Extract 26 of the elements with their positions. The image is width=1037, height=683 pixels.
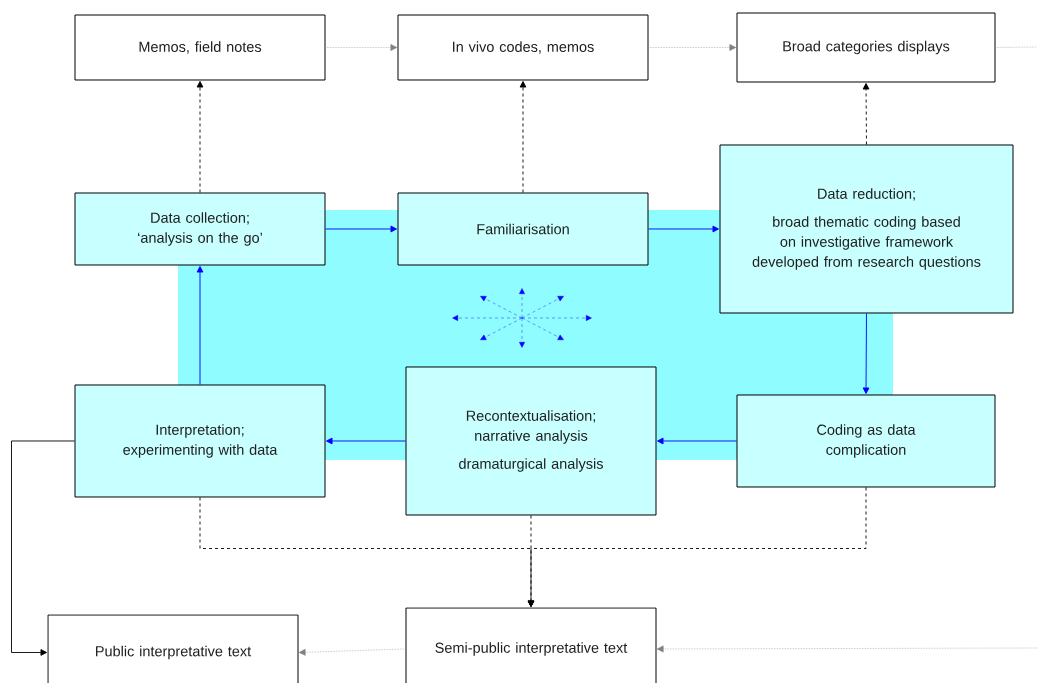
arrow [298, 648, 406, 656]
arrow [326, 437, 406, 445]
arrow [519, 81, 527, 193]
arrow [648, 44, 737, 51]
output-box: Memos, field notes [74, 14, 326, 81]
arrow [862, 83, 870, 145]
arrow [657, 437, 737, 445]
arrow [325, 44, 398, 51]
arrow [11, 440, 75, 656]
output-box: Semi-public interpretative text [405, 607, 657, 683]
output-box: In vivo codes, memos [397, 14, 649, 81]
arrow [648, 225, 719, 233]
arrow [862, 313, 870, 394]
process-box: Data reduction; broad thematic coding based on investigative framework developed from research questions [719, 144, 1014, 314]
arrow [196, 266, 204, 385]
process-box: Coding as data complication [736, 394, 996, 488]
process-box: Interpretation; experimenting with data [74, 384, 326, 498]
arrow [656, 645, 1037, 653]
output-box: Public interpretative text [47, 614, 299, 683]
output-box: Broad categories displays [736, 12, 996, 83]
arrow [527, 487, 867, 607]
process-box: Recontextualisation; narrative analysis dramaturgical analysis [405, 366, 657, 516]
arrow [196, 81, 204, 193]
process-box: Data collection; ‘analysis on the go’ [74, 192, 326, 266]
arrow [325, 225, 397, 233]
process-box: Familiarisation [397, 192, 649, 266]
